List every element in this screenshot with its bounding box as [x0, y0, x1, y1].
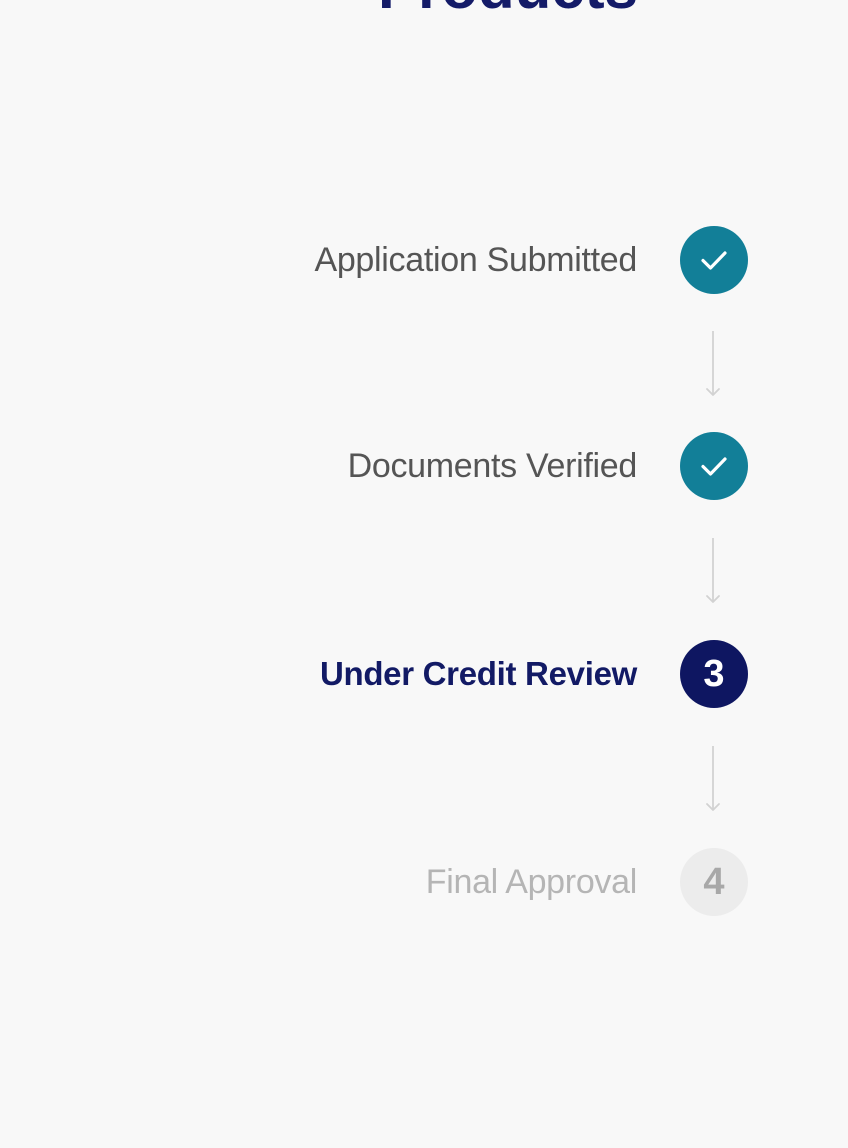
- step-indicator-pending: 4: [680, 848, 748, 916]
- arrow-down-icon: [706, 746, 720, 811]
- step-under-credit-review: Under Credit Review 3: [0, 640, 848, 708]
- step-number: 4: [703, 861, 725, 903]
- step-application-submitted: Application Submitted: [0, 226, 848, 294]
- page-title: Products: [378, 0, 638, 18]
- step-documents-verified: Documents Verified: [0, 432, 848, 500]
- step-indicator-current: 3: [680, 640, 748, 708]
- check-icon: [701, 251, 727, 270]
- check-icon: [701, 457, 727, 476]
- arrow-down-icon: [706, 331, 720, 396]
- step-indicator-completed: [680, 432, 748, 500]
- step-label: Under Credit Review: [319, 655, 637, 692]
- step-number: 3: [703, 653, 725, 695]
- step-final-approval: Final Approval 4: [0, 848, 848, 916]
- arrow-down-icon: [706, 538, 720, 603]
- step-indicator-completed: [680, 226, 748, 294]
- step-label: Final Approval: [425, 863, 638, 901]
- step-label: Documents Verified: [347, 447, 638, 485]
- step-label: Application Submitted: [314, 241, 637, 279]
